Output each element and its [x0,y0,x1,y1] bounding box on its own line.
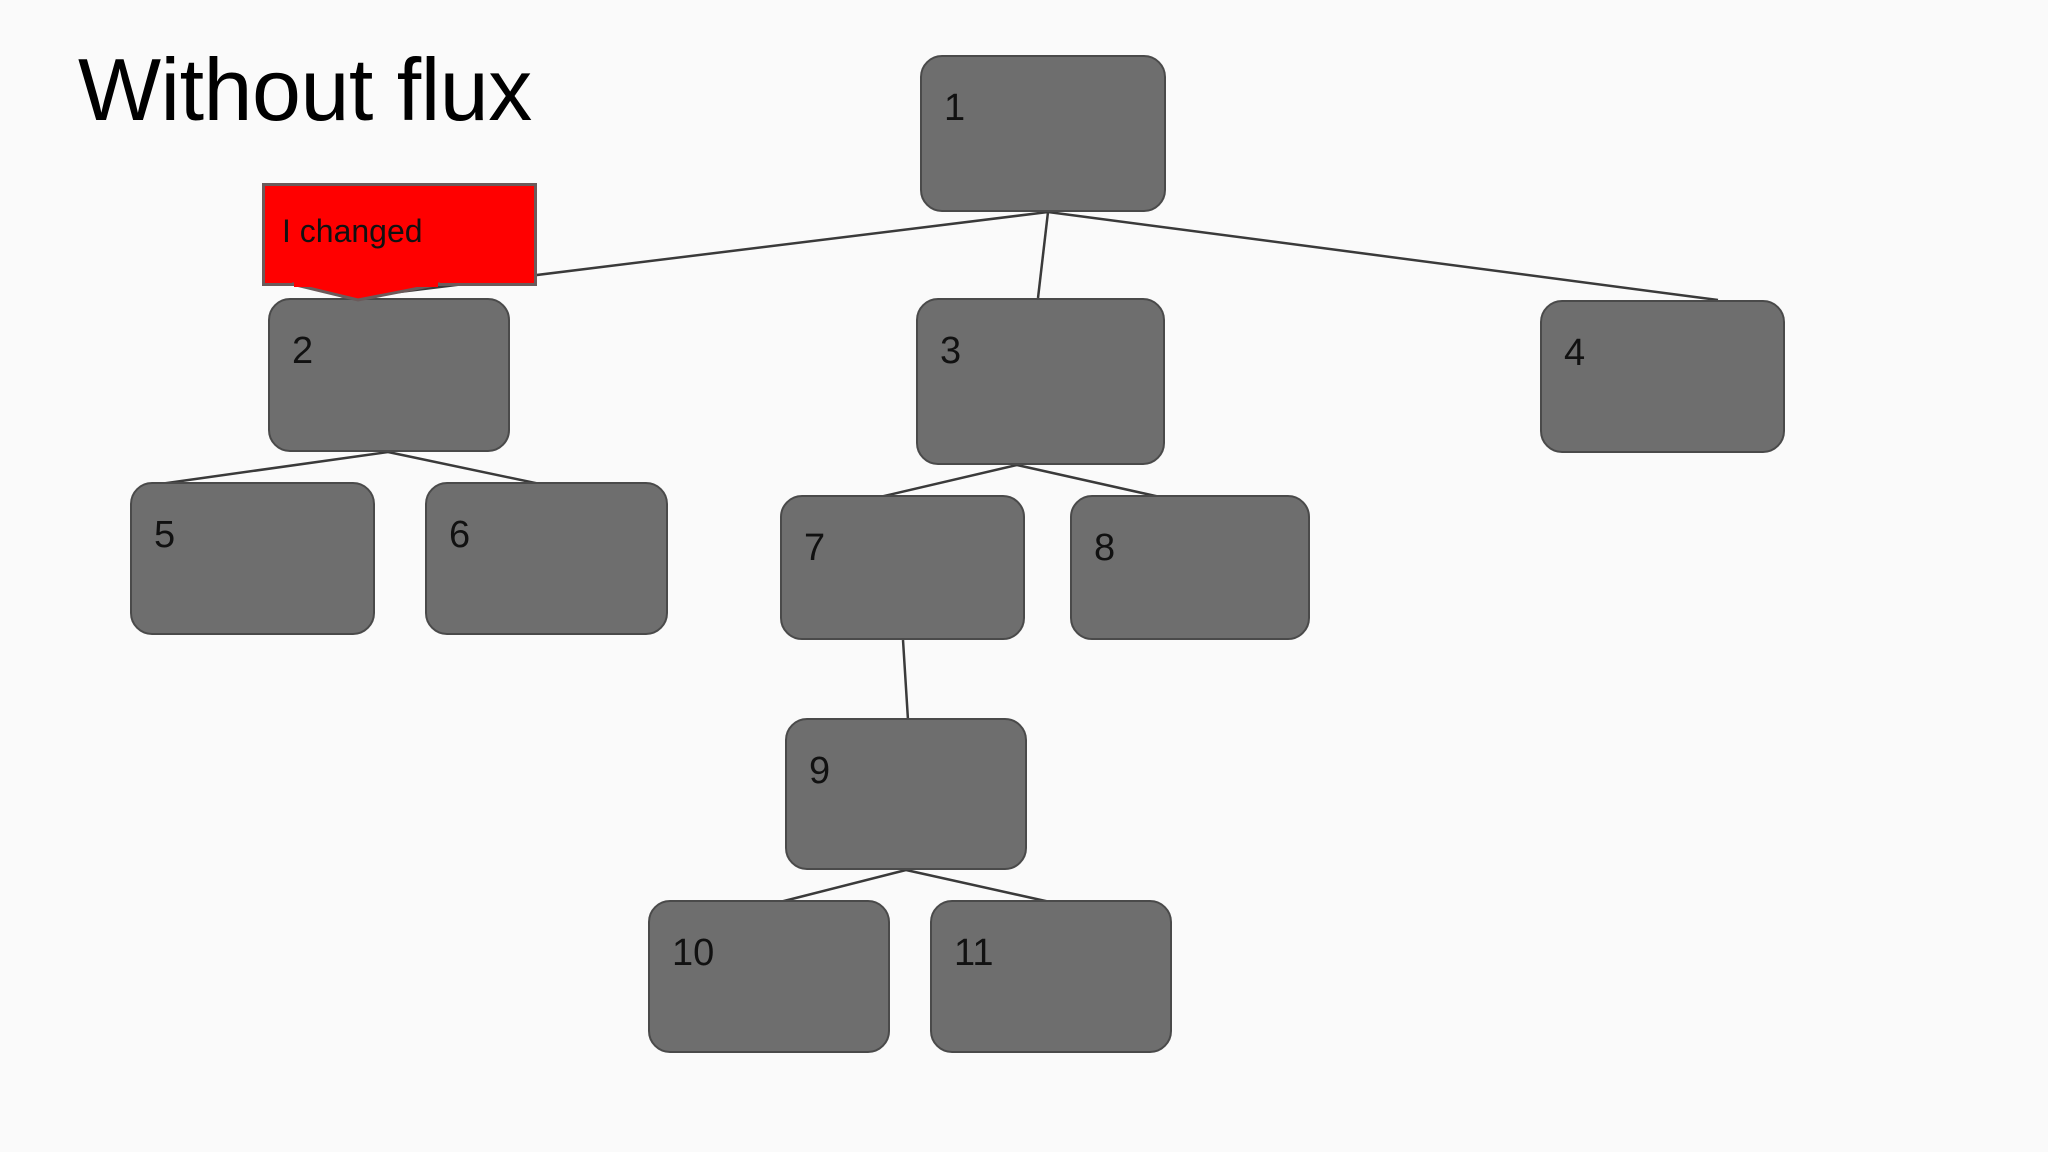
tree-node-7[interactable]: 7 [780,495,1025,640]
tree-edge-1-3 [1036,211,1050,299]
tree-node-4[interactable]: 4 [1540,300,1785,453]
tree-node-9[interactable]: 9 [785,718,1027,870]
tree-node-1[interactable]: 1 [920,55,1166,212]
tree-node-label: 8 [1094,527,1116,569]
tree-node-label: 2 [292,330,314,372]
tree-node-10[interactable]: 10 [648,900,890,1053]
tree-node-label: 10 [672,932,715,974]
tree-node-2[interactable]: 2 [268,298,510,452]
callout-tail-seam [294,282,438,287]
callout-i-changed[interactable]: I changed [262,183,537,302]
tree-node-11[interactable]: 11 [930,900,1172,1053]
tree-edge-9-10 [779,868,907,904]
tree-node-6[interactable]: 6 [425,482,668,635]
page-title: Without flux [78,40,532,139]
tree-edge-9-11 [905,868,1051,904]
tree-edge-3-8 [1016,463,1161,499]
tree-node-label: 6 [449,514,471,556]
tree-edge-1-4 [1047,210,1719,302]
tree-node-label: 1 [944,87,966,129]
tree-edge-3-7 [879,463,1018,499]
tree-node-label: 4 [1564,332,1586,374]
tree-node-label: 5 [154,514,176,556]
tree-node-label: 9 [809,750,831,792]
tree-edge-7-9 [901,639,910,721]
tree-node-label: 11 [954,932,994,974]
tree-edge-2-6 [387,450,541,486]
tree-node-8[interactable]: 8 [1070,495,1310,640]
callout-label: I changed [282,213,423,249]
callout-tail-icon [291,282,441,302]
tree-node-label: 3 [940,330,962,372]
tree-node-5[interactable]: 5 [130,482,375,635]
tree-node-3[interactable]: 3 [916,298,1165,465]
tree-node-label: 7 [804,527,826,569]
tree-edge-2-5 [159,450,389,486]
